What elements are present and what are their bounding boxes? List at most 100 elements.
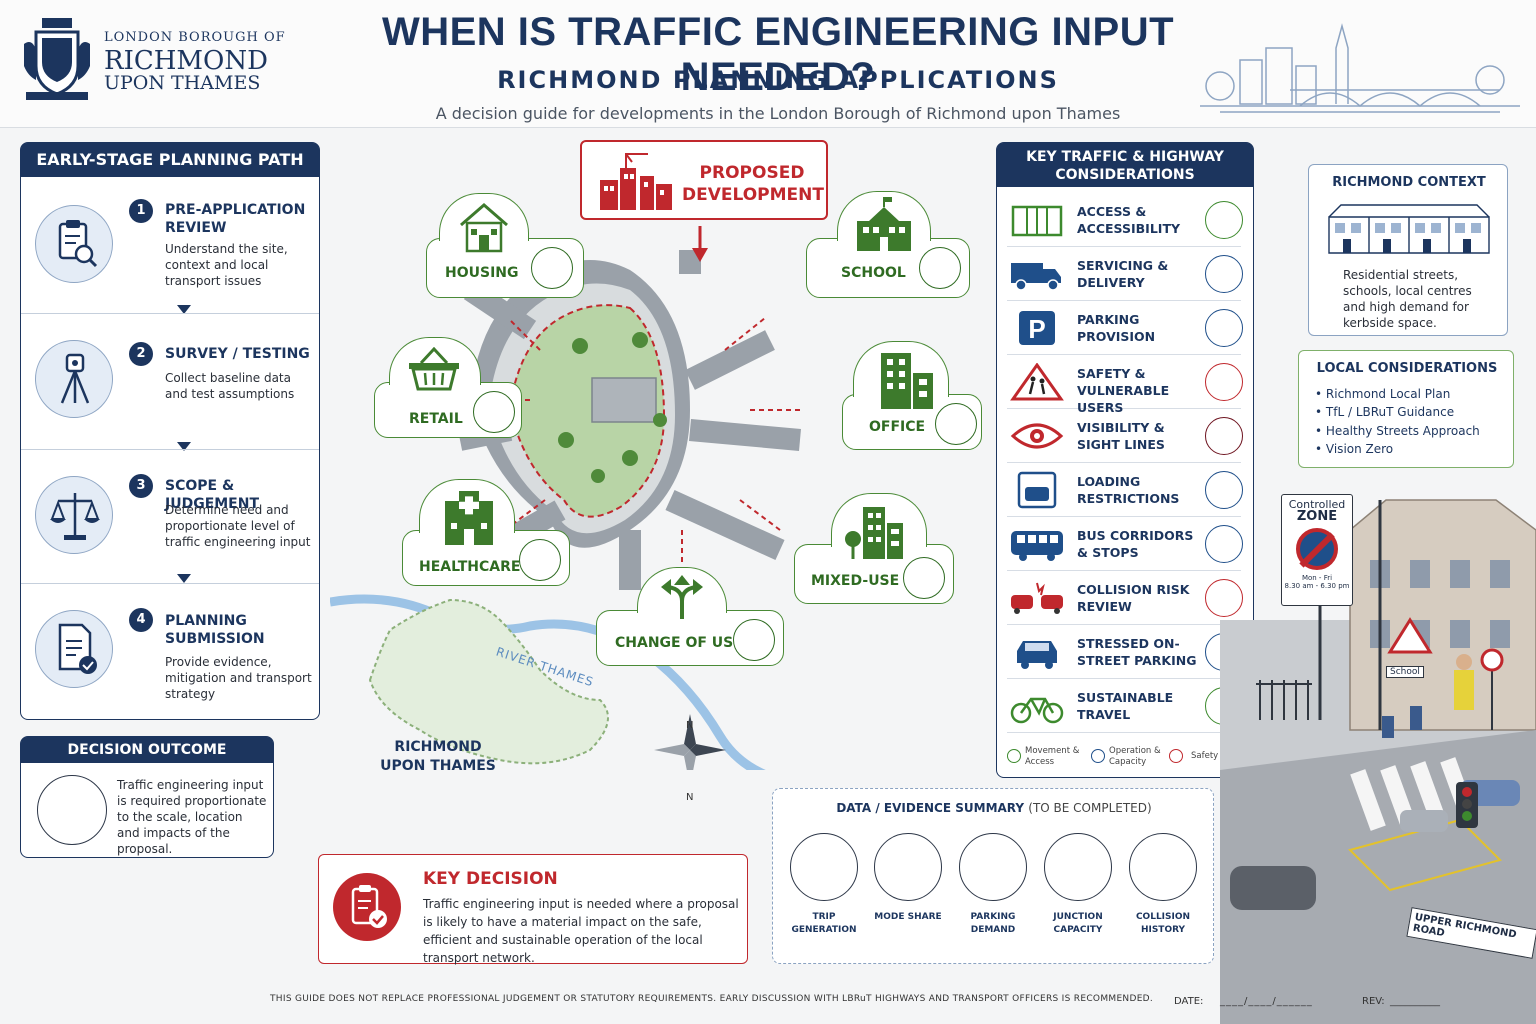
local-item-healthy-streets: • Healthy Streets Approach xyxy=(1315,424,1480,438)
step-title: SCOPE & JUDGEMENT xyxy=(165,478,260,512)
richmond-skyline-icon xyxy=(1200,23,1520,113)
loading-bay-icon xyxy=(1009,471,1065,509)
consideration-checkbox[interactable] xyxy=(1205,309,1243,347)
rev-field[interactable]: __________ xyxy=(1390,996,1440,1007)
mode-share-field[interactable] xyxy=(874,833,942,901)
retail-checkbox[interactable] xyxy=(473,391,515,433)
step-survey: 2 SURVEY / TESTING Collect baseline data… xyxy=(21,313,319,451)
bus-icon xyxy=(1009,525,1065,563)
council-label-upon-thames: UPON THAMES xyxy=(104,72,261,94)
consideration-checkbox[interactable] xyxy=(1205,471,1243,509)
mixed-use-checkbox[interactable] xyxy=(903,557,945,599)
data-title-note: (TO BE COMPLETED) xyxy=(1028,801,1152,815)
rev-label: REV: xyxy=(1362,996,1385,1007)
consideration-label: COLLISION RISK REVIEW xyxy=(1077,582,1190,614)
consideration-label: PARKING PROVISION xyxy=(1077,312,1156,344)
context-text: Residential streets, schools, local cent… xyxy=(1343,268,1472,330)
trip-generation-field[interactable] xyxy=(790,833,858,901)
category-school[interactable]: SCHOOL xyxy=(806,191,970,298)
step-title: PRE-APPLICATION REVIEW xyxy=(165,202,306,236)
consideration-row: LOADING RESTRICTIONS xyxy=(1007,463,1243,517)
legend-safety-dot xyxy=(1169,749,1183,763)
sign-zone-label: ZONE xyxy=(1296,509,1338,524)
category-change-of-use[interactable]: CHANGE OF USE xyxy=(596,567,784,666)
category-label: RETAIL xyxy=(409,411,463,427)
considerations-panel: KEY TRAFFIC & HIGHWAY CONSIDERATIONS ACC… xyxy=(996,142,1254,778)
page-tagline: A decision guide for developments in the… xyxy=(435,104,1121,123)
legend-safety-label: Safety & Risk xyxy=(1191,751,1248,761)
school-checkbox[interactable] xyxy=(919,247,961,289)
pedestrian-warning-icon xyxy=(1009,362,1065,401)
legend-movement-label: Movement & Access xyxy=(1025,746,1080,767)
date-field[interactable]: ____/____/______ xyxy=(1220,996,1313,1007)
category-healthcare[interactable]: HEALTHCARE xyxy=(402,479,570,586)
arrow-down-icon xyxy=(692,226,708,262)
local-item-tfl-guidance: • TfL / LBRuT Guidance xyxy=(1315,405,1455,419)
category-office[interactable]: OFFICE xyxy=(842,341,982,450)
terraced-houses-icon xyxy=(1328,204,1490,254)
junction-capacity-field[interactable] xyxy=(1044,833,1112,901)
category-label: MIXED-USE xyxy=(811,573,900,589)
step-description: Provide evidence, mitigation and transpo… xyxy=(165,655,312,701)
data-label: TRIP GENERATION xyxy=(791,912,857,935)
key-decision-title: KEY DECISION xyxy=(423,869,558,889)
school-building-icon xyxy=(857,197,911,251)
page-title: WHEN IS TRAFFIC ENGINEERING INPUT NEEDED… xyxy=(381,10,1175,99)
data-title-main: DATA / EVIDENCE SUMMARY xyxy=(836,801,1025,815)
proposed-development-box: PROPOSED DEVELOPMENT xyxy=(580,140,828,220)
decision-outcome-panel: DECISION OUTCOME Traffic engineering inp… xyxy=(20,736,274,858)
consideration-row: SAFETY & VULNERABLE USERS xyxy=(1007,355,1243,415)
step-description: Collect baseline data and test assumptio… xyxy=(165,371,295,401)
decision-outcome-checkbox[interactable] xyxy=(37,775,107,845)
planning-path-title: EARLY-STAGE PLANNING PATH xyxy=(21,143,319,177)
survey-tripod-icon xyxy=(35,340,113,418)
healthcare-checkbox[interactable] xyxy=(519,539,561,581)
step-title: PLANNING SUBMISSION xyxy=(165,613,265,647)
step-down-arrow-icon xyxy=(177,305,191,314)
data-label: PARKING DEMAND xyxy=(970,912,1016,935)
housing-checkbox[interactable] xyxy=(531,247,573,289)
consideration-checkbox[interactable] xyxy=(1205,417,1243,455)
richmond-context-panel: RICHMOND CONTEXT Residential streets, sc… xyxy=(1308,164,1508,336)
collision-history-field[interactable] xyxy=(1129,833,1197,901)
consideration-checkbox[interactable] xyxy=(1205,579,1243,617)
consideration-row: STRESSED ON-STREET PARKING xyxy=(1007,625,1243,679)
delivery-truck-icon xyxy=(1009,255,1065,293)
context-title: RICHMOND CONTEXT xyxy=(1332,175,1486,190)
category-retail[interactable]: RETAIL xyxy=(374,337,522,438)
no-parking-icon xyxy=(1296,528,1338,570)
consideration-label: VISIBILITY & SIGHT LINES xyxy=(1077,420,1165,452)
category-mixed-use[interactable]: MIXED-USE xyxy=(794,493,954,604)
step-scope: 3 SCOPE & JUDGEMENT Determine need and p… xyxy=(21,449,319,583)
access-gate-icon xyxy=(1009,201,1065,239)
consideration-label: ACCESS & ACCESSIBILITY xyxy=(1077,204,1181,236)
consideration-checkbox[interactable] xyxy=(1205,525,1243,563)
category-label: SCHOOL xyxy=(841,265,906,281)
step-number: 1 xyxy=(129,199,153,223)
step-description: Determine need and proportionate level o… xyxy=(165,503,311,549)
decision-outcome-title: DECISION OUTCOME xyxy=(21,737,273,763)
scales-icon xyxy=(35,476,113,554)
data-label: MODE SHARE xyxy=(874,912,942,922)
consideration-checkbox[interactable] xyxy=(1205,255,1243,293)
clipboard-check-icon xyxy=(333,873,401,941)
parking-demand-field[interactable] xyxy=(959,833,1027,901)
council-label-small: LONDON BOROUGH OF xyxy=(104,30,286,45)
data-label: COLLISION HISTORY xyxy=(1135,912,1191,935)
collision-icon xyxy=(1009,579,1065,617)
key-decision-panel: KEY DECISION Traffic engineering input i… xyxy=(318,854,748,965)
consideration-row: COLLISION RISK REVIEW xyxy=(1007,571,1243,625)
consideration-row: SERVICING & DELIVERY xyxy=(1007,247,1243,301)
consideration-checkbox[interactable] xyxy=(1205,363,1243,401)
office-checkbox[interactable] xyxy=(935,403,977,445)
consideration-row: BUS CORRIDORS & STOPS xyxy=(1007,517,1243,571)
change-of-use-checkbox[interactable] xyxy=(733,619,775,661)
consideration-checkbox[interactable] xyxy=(1205,201,1243,239)
category-housing[interactable]: HOUSING xyxy=(426,193,584,298)
sign-hours-times: 8.30 am - 6.30 pm xyxy=(1284,582,1350,590)
consideration-label: SAFETY & VULNERABLE USERS xyxy=(1077,366,1170,415)
local-item-label: Healthy Streets Approach xyxy=(1325,424,1480,438)
document-check-icon xyxy=(35,610,113,688)
data-label: JUNCTION CAPACITY xyxy=(1053,912,1103,935)
eye-icon xyxy=(1009,417,1065,455)
